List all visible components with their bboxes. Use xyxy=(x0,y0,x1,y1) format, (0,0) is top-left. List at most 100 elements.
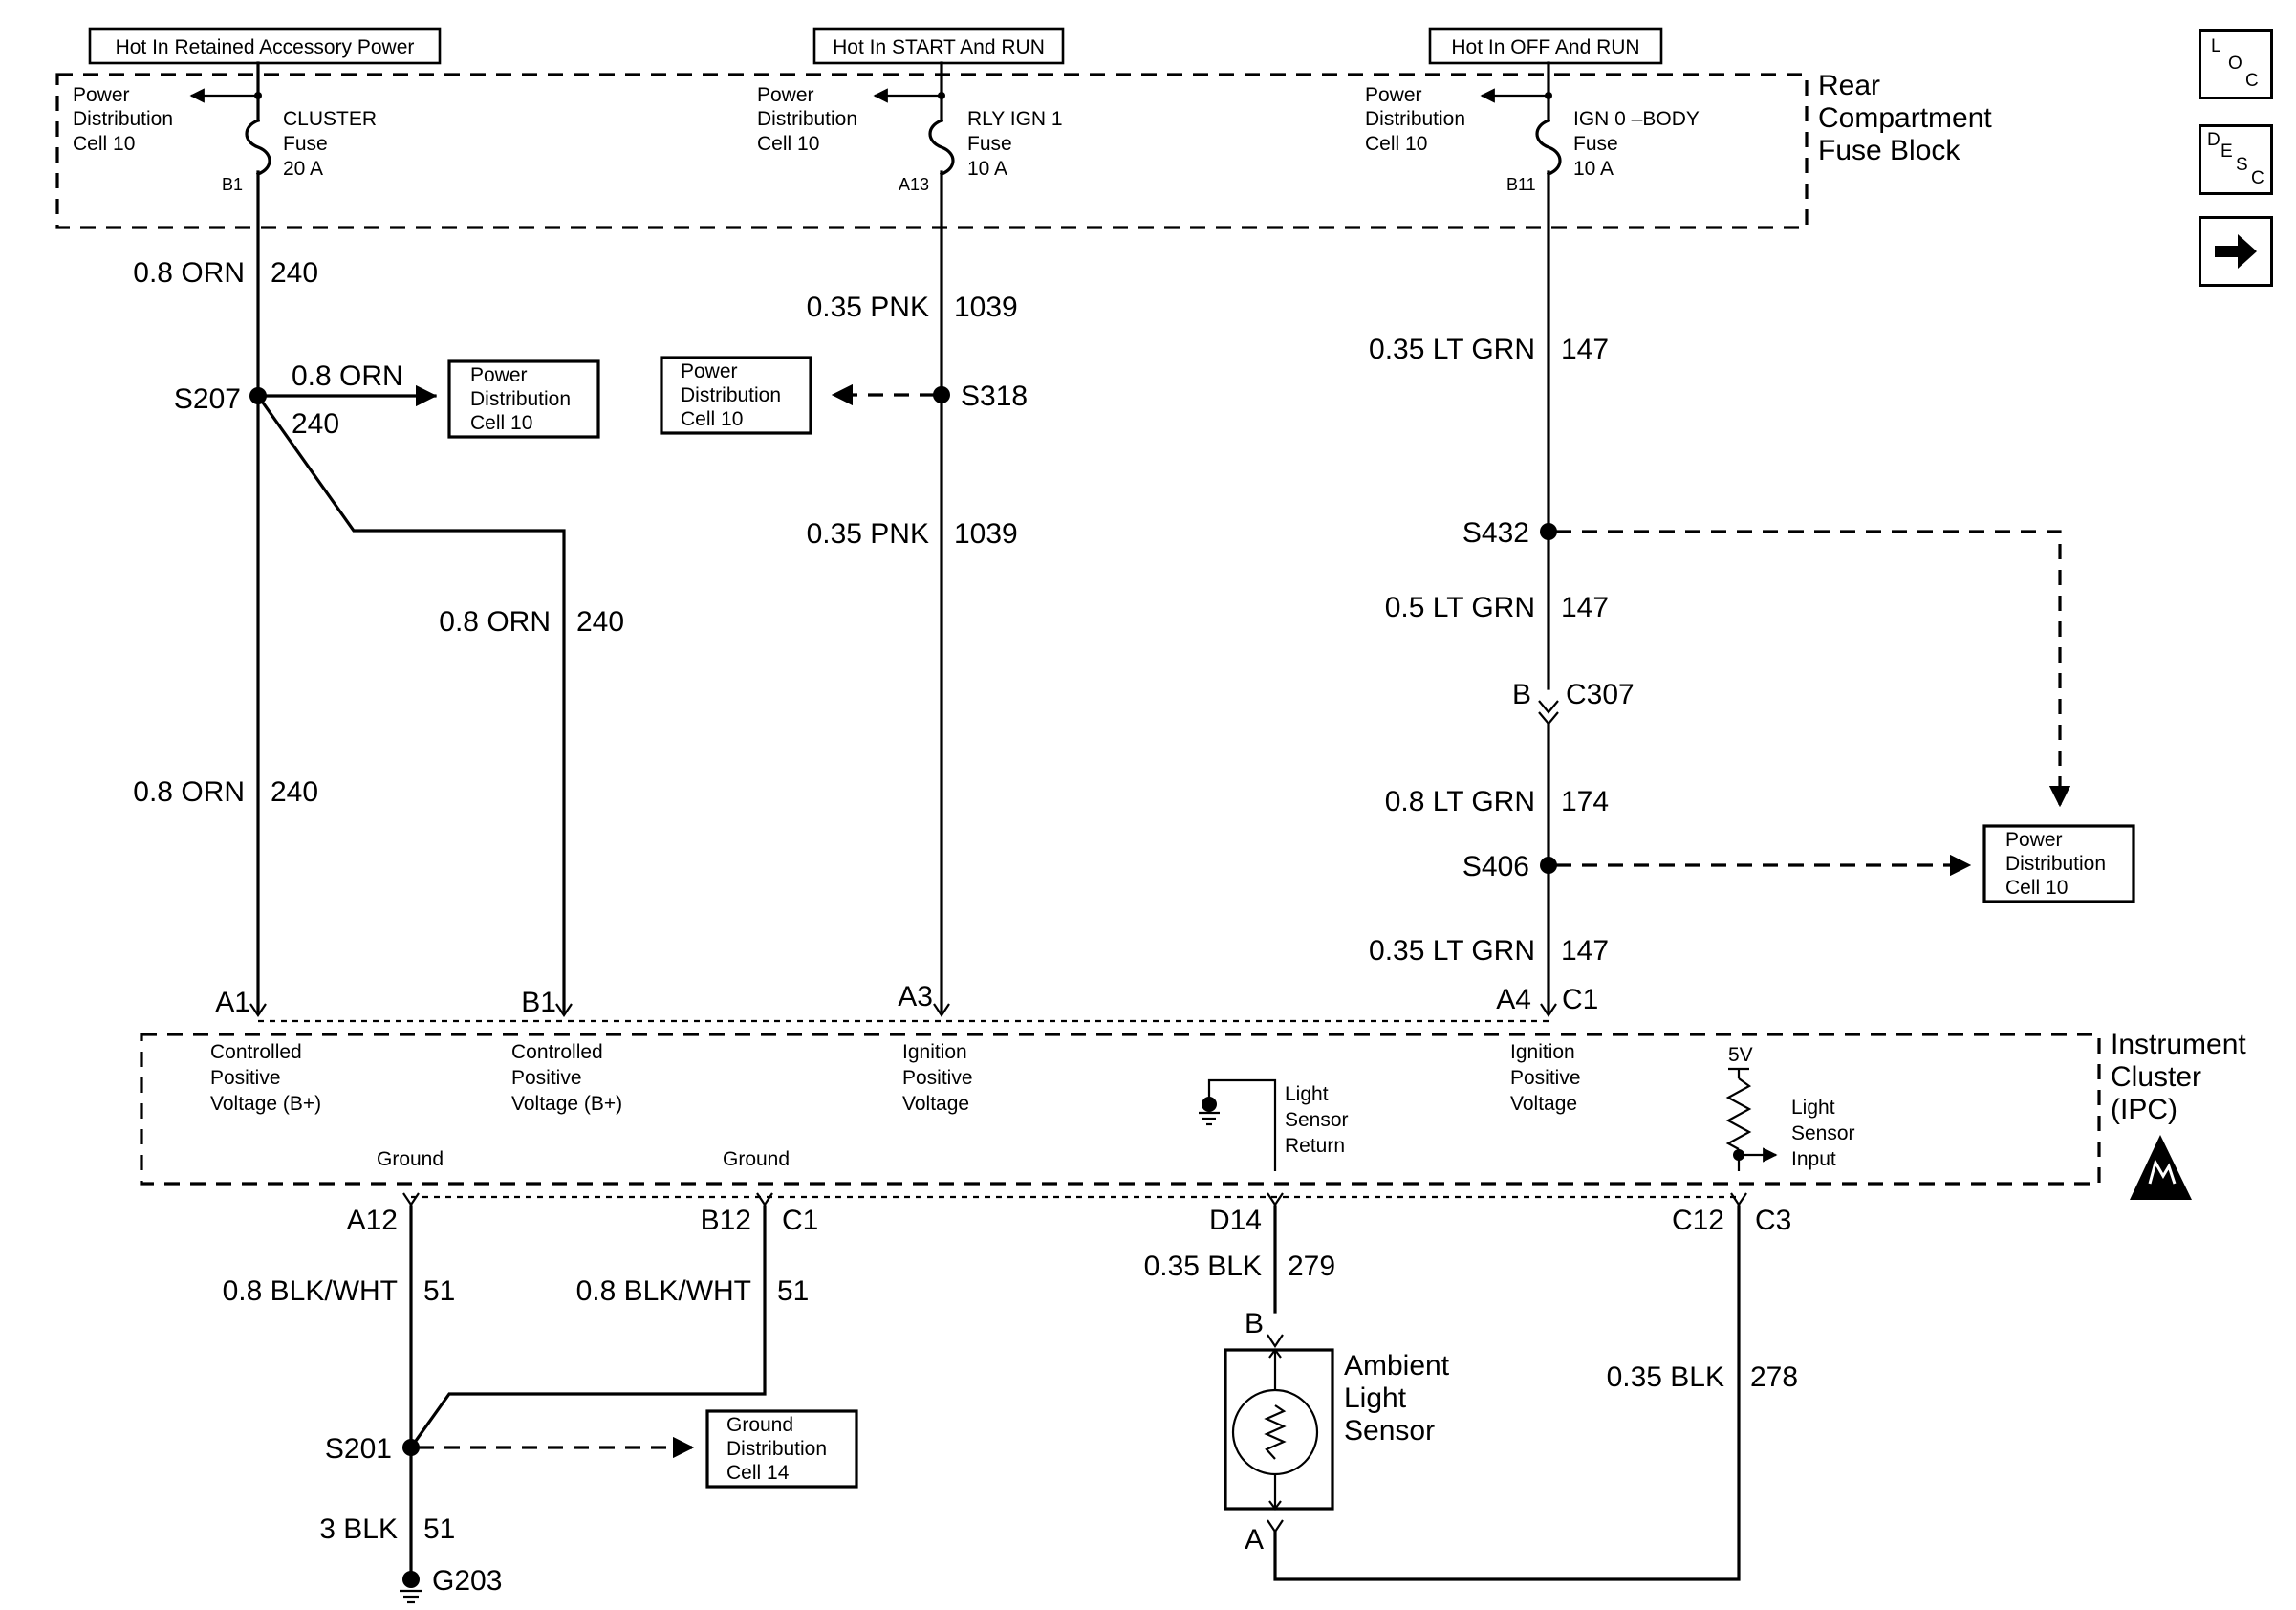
svg-text:51: 51 xyxy=(423,1275,455,1307)
arrow-right-icon xyxy=(2215,234,2257,269)
fuse-block-outline xyxy=(55,73,1809,229)
svg-text:D14: D14 xyxy=(1209,1205,1262,1236)
svg-text:A3: A3 xyxy=(898,981,933,1012)
svg-text:240: 240 xyxy=(292,408,339,440)
svg-text:Voltage (B+): Voltage (B+) xyxy=(511,1093,622,1115)
splice-s406 xyxy=(1540,857,1557,874)
loc-button[interactable]: L O C xyxy=(2199,29,2273,99)
svg-text:Positive: Positive xyxy=(1510,1067,1581,1089)
svg-text:Voltage: Voltage xyxy=(902,1093,969,1115)
svg-text:147: 147 xyxy=(1561,334,1609,365)
fuse-ign0-body: Power Distribution Cell 10 IGN 0 –BODY F… xyxy=(1365,61,1700,690)
svg-text:0.35 PNK: 0.35 PNK xyxy=(807,292,929,323)
svg-text:B: B xyxy=(1245,1308,1264,1339)
svg-text:Fuse: Fuse xyxy=(283,133,328,155)
svg-text:Power: Power xyxy=(73,84,130,106)
svg-text:Fuse: Fuse xyxy=(1573,133,1618,155)
fuse-block-title: Rear Compartment Fuse Block xyxy=(1818,70,1992,166)
svg-text:Controlled: Controlled xyxy=(210,1041,302,1063)
desc-button[interactable]: D E S C xyxy=(2199,124,2273,195)
svg-text:147: 147 xyxy=(1561,592,1609,623)
desc-letter-d: D xyxy=(2207,130,2220,150)
desc-letter-c: C xyxy=(2251,168,2264,188)
svg-text:Cell 10: Cell 10 xyxy=(681,408,743,430)
svg-text:1039: 1039 xyxy=(954,518,1018,550)
svg-text:Fuse: Fuse xyxy=(967,133,1012,155)
ipc-outline xyxy=(140,1033,2101,1186)
esd-warning-icon xyxy=(2130,1135,2192,1200)
fuse-cluster: Power Distribution Cell 10 CLUSTER Fuse … xyxy=(73,61,377,1013)
svg-text:0.8 BLK/WHT: 0.8 BLK/WHT xyxy=(576,1275,751,1307)
svg-text:Ground: Ground xyxy=(723,1148,790,1170)
loc-letter-c: C xyxy=(2245,71,2259,91)
svg-text:C307: C307 xyxy=(1566,679,1635,710)
svg-text:Positive: Positive xyxy=(210,1067,281,1089)
svg-text:S207: S207 xyxy=(174,383,241,415)
desc-letter-e: E xyxy=(2220,141,2233,162)
splice-s318 xyxy=(933,386,950,403)
svg-text:Ignition: Ignition xyxy=(1510,1041,1575,1063)
svg-text:Ground: Ground xyxy=(726,1414,793,1436)
svg-text:A: A xyxy=(1245,1524,1264,1556)
svg-text:B1: B1 xyxy=(222,175,243,194)
svg-text:Controlled: Controlled xyxy=(511,1041,603,1063)
svg-text:Voltage: Voltage xyxy=(1510,1093,1577,1115)
loc-letter-l: L xyxy=(2211,36,2221,56)
splice-s201 xyxy=(402,1439,420,1456)
svg-text:C12: C12 xyxy=(1672,1205,1724,1236)
svg-text:S318: S318 xyxy=(961,381,1028,412)
svg-text:Cell 10: Cell 10 xyxy=(470,412,532,434)
svg-text:Distribution: Distribution xyxy=(73,108,173,130)
svg-text:RLY IGN 1: RLY IGN 1 xyxy=(967,108,1063,130)
svg-text:0.8 ORN: 0.8 ORN xyxy=(133,776,245,808)
svg-text:147: 147 xyxy=(1561,935,1609,967)
svg-text:Voltage (B+): Voltage (B+) xyxy=(210,1093,321,1115)
svg-text:Hot In START And RUN: Hot In START And RUN xyxy=(833,36,1045,58)
svg-text:Sensor: Sensor xyxy=(1344,1415,1435,1447)
svg-text:Ignition: Ignition xyxy=(902,1041,967,1063)
svg-text:Cell 10: Cell 10 xyxy=(73,133,135,155)
circuit-240: 0.8 ORN 240 S207 0.8 ORN 240 Power Distr… xyxy=(133,257,624,1013)
svg-text:278: 278 xyxy=(1750,1361,1798,1393)
pdc-box-s406 xyxy=(1982,824,2135,903)
svg-text:Power: Power xyxy=(470,364,528,386)
header-start-run: Hot In START And RUN xyxy=(812,27,1065,65)
svg-text:Cell 10: Cell 10 xyxy=(1365,133,1427,155)
svg-text:Ground: Ground xyxy=(377,1148,444,1170)
svg-text:0.35 PNK: 0.35 PNK xyxy=(807,518,929,550)
circuit-279-278: 0.35 BLK 279 B Ambient Light Sensor A 0.… xyxy=(1144,1205,1798,1581)
svg-text:10 A: 10 A xyxy=(1573,158,1614,180)
svg-text:Light: Light xyxy=(1344,1382,1407,1414)
svg-text:Power: Power xyxy=(2005,829,2063,851)
svg-text:A1: A1 xyxy=(215,987,250,1018)
svg-text:240: 240 xyxy=(271,776,318,808)
svg-text:240: 240 xyxy=(271,257,318,289)
pdc-box-s318 xyxy=(660,356,812,435)
svg-text:Cell 14: Cell 14 xyxy=(726,1462,790,1484)
svg-text:C1: C1 xyxy=(1562,984,1598,1015)
svg-text:20 A: 20 A xyxy=(283,158,323,180)
svg-text:0.8 ORN: 0.8 ORN xyxy=(133,257,245,289)
svg-text:51: 51 xyxy=(777,1275,809,1307)
svg-text:G203: G203 xyxy=(432,1565,502,1597)
ipc-title: Instrument Cluster (IPC) xyxy=(2111,1029,2246,1125)
header-off-run: Hot In OFF And RUN xyxy=(1428,27,1663,65)
svg-text:Power: Power xyxy=(681,360,738,382)
svg-text:Return: Return xyxy=(1285,1135,1345,1157)
svg-text:Positive: Positive xyxy=(902,1067,973,1089)
pdc-box-s207 xyxy=(447,359,600,439)
svg-text:A13: A13 xyxy=(899,175,929,194)
next-button[interactable] xyxy=(2199,216,2273,287)
light-sensor-return: Light Sensor Return xyxy=(1199,1078,1349,1171)
svg-text:Sensor: Sensor xyxy=(1791,1122,1855,1144)
connector-c307: B C307 xyxy=(1512,679,1635,726)
svg-text:IGN 0 –BODY: IGN 0 –BODY xyxy=(1573,108,1700,130)
svg-text:279: 279 xyxy=(1288,1251,1335,1282)
svg-text:3 BLK: 3 BLK xyxy=(319,1513,398,1545)
svg-text:CLUSTER: CLUSTER xyxy=(283,108,377,130)
circuit-51: 0.8 BLK/WHT 51 0.8 BLK/WHT 51 S201 Groun… xyxy=(223,1205,858,1604)
svg-text:Cell 10: Cell 10 xyxy=(2005,877,2068,899)
circuit-1039: 0.35 PNK 1039 S318 Power Distribution Ce… xyxy=(660,292,1028,550)
svg-text:Hot In Retained Accessory Powe: Hot In Retained Accessory Power xyxy=(116,36,415,58)
